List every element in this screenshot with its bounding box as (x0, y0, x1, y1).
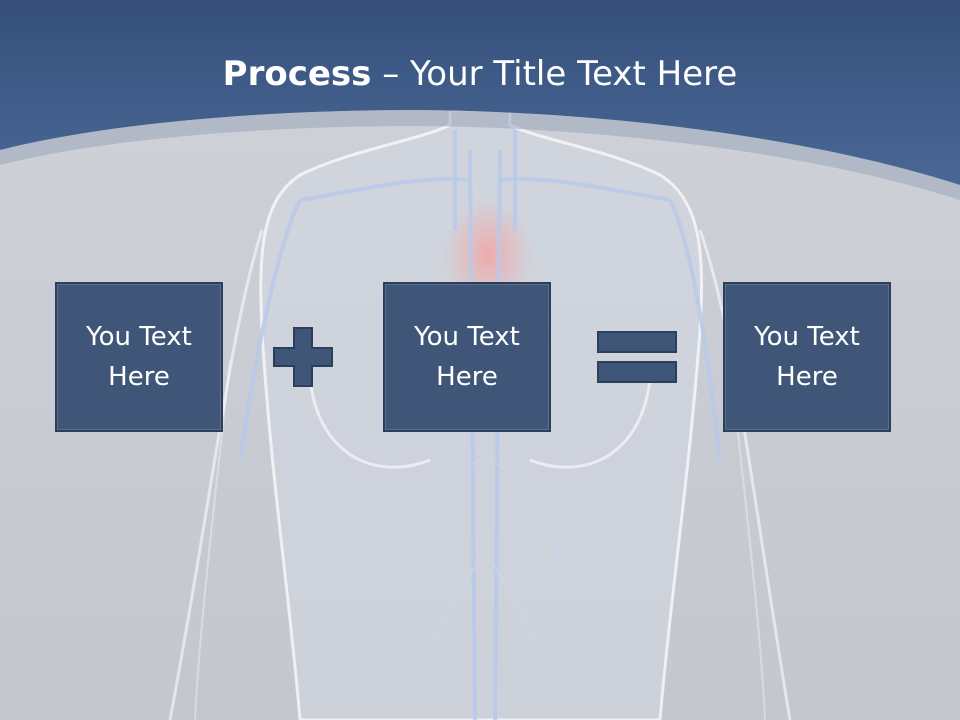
slide-title: Process – Your Title Text Here (0, 52, 960, 96)
title-text: Your Title Text Here (410, 54, 738, 94)
header-band (0, 0, 960, 200)
plus-icon (273, 327, 333, 387)
process-box-3-line1: You Text (754, 322, 860, 352)
process-box-1-line2: Here (108, 362, 170, 392)
process-box-3-line2: Here (776, 362, 838, 392)
process-box-2-line2: Here (436, 362, 498, 392)
process-box-3[interactable]: You Text Here (723, 282, 891, 432)
title-separator: – (371, 54, 411, 94)
process-box-2-line1: You Text (414, 322, 520, 352)
process-box-1-line1: You Text (86, 322, 192, 352)
process-box-1[interactable]: You Text Here (55, 282, 223, 432)
equals-icon (597, 331, 677, 383)
process-box-2[interactable]: You Text Here (383, 282, 551, 432)
title-bold-text: Process (222, 54, 372, 94)
